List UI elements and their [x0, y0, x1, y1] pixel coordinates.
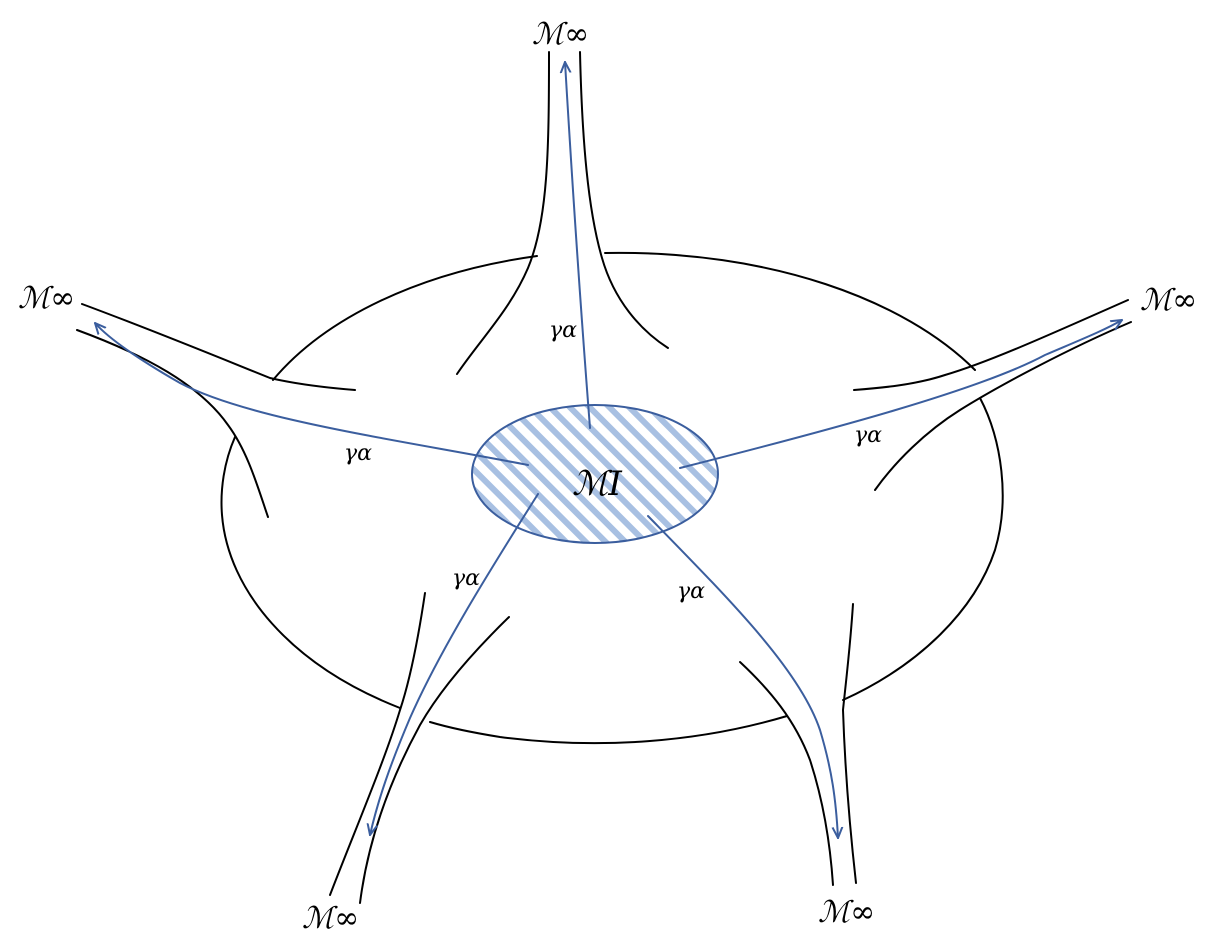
label-end-upper-right: ℳ∞	[1140, 283, 1197, 318]
body-arc-right	[842, 397, 1004, 701]
end-upper-left-funnel	[76, 303, 356, 518]
end-upper-right-funnel	[853, 299, 1132, 491]
label-interior: ℳI	[572, 464, 622, 504]
geodesic-right-ray	[679, 320, 1122, 469]
body-arc-bottom	[429, 715, 788, 745]
funnel-ll-left-wall	[329, 592, 426, 896]
label-geodesic-lower-left: γα	[452, 566, 480, 591]
funnel-ul-upper-wall	[81, 303, 356, 391]
label-geodesic-lower-right: γα	[677, 579, 705, 604]
funnel-top-left-wall	[456, 51, 550, 375]
label-geodesic-top: γα	[549, 318, 577, 343]
interior-region	[471, 404, 719, 544]
funnel-top-right-wall	[579, 51, 669, 349]
geodesic-lower-left-ray	[370, 493, 539, 835]
label-end-top: ℳ∞	[532, 17, 589, 52]
funnel-lr-left-wall	[739, 661, 834, 886]
funnel-lr-right-wall	[841, 603, 857, 884]
body-arc-top	[272, 255, 538, 381]
label-end-lower-right: ℳ∞	[818, 895, 875, 930]
funnel-ll-right-wall	[359, 616, 510, 904]
body-arc-left	[220, 436, 401, 709]
end-top-funnel	[456, 51, 669, 375]
end-lower-left-funnel	[329, 592, 510, 904]
geodesic-left-ray	[95, 323, 529, 466]
manifold-body-outline	[220, 251, 1004, 745]
label-end-lower-left: ℳ∞	[302, 901, 359, 936]
geodesic-top-ray	[565, 62, 591, 429]
funnel-ur-lower-wall	[874, 321, 1132, 491]
funnel-ur-upper-wall	[853, 299, 1129, 391]
end-lower-right-funnel	[739, 603, 857, 886]
body-arc-top-right	[604, 251, 976, 371]
funnel-ul-lower-wall	[76, 329, 269, 518]
geodesic-rays	[95, 62, 1122, 838]
label-geodesic-right: γα	[854, 423, 882, 448]
label-geodesic-left: γα	[344, 441, 372, 466]
geodesic-lower-right-ray	[647, 515, 838, 838]
label-end-upper-left: ℳ∞	[18, 281, 75, 316]
